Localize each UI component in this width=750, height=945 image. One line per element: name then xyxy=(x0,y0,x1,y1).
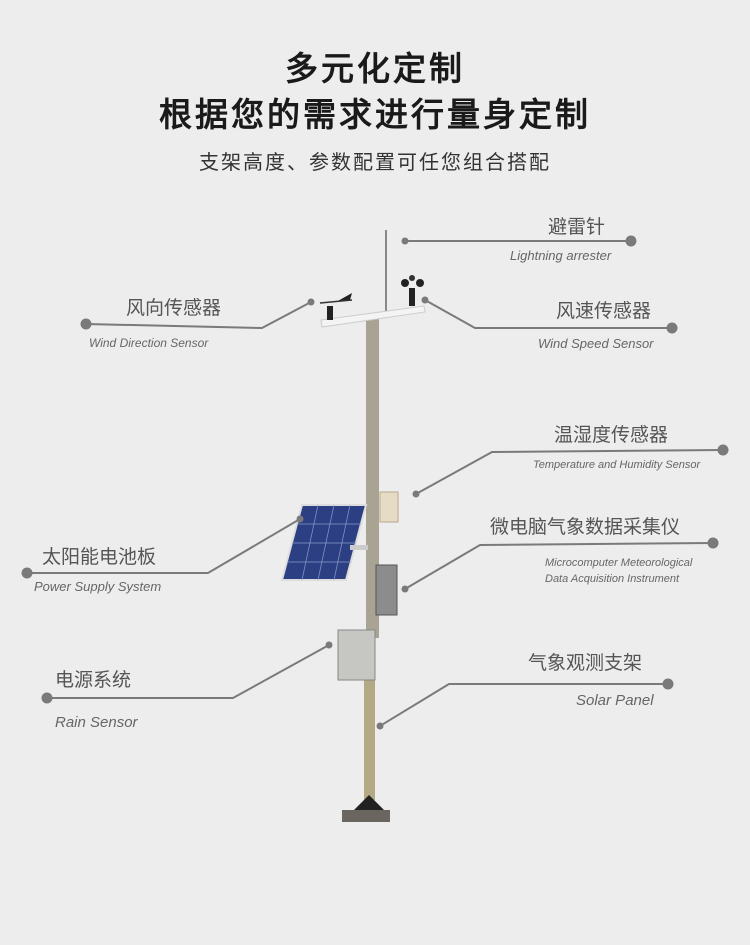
label-data-logger-cn: 微电脑气象数据采集仪 xyxy=(490,516,681,538)
label-solar-panel-cn: 太阳能电池板 xyxy=(42,546,157,568)
title-line-2: 根据您的需求进行量身定制 xyxy=(159,95,591,134)
label-temp-humidity-en: Temperature and Humidity Sensor xyxy=(533,459,701,471)
solar-panel xyxy=(280,504,368,581)
label-temp-humidity-cn: 温湿度传感器 xyxy=(554,424,669,446)
label-bracket-en: Solar Panel xyxy=(576,692,654,709)
label-power-supply-en: Power Supply System xyxy=(34,579,162,594)
label-wind-speed-en: Wind Speed Sensor xyxy=(538,336,654,351)
power-box xyxy=(337,629,376,681)
subtitle: 支架高度、参数配置可任您组合搭配 xyxy=(199,150,551,174)
data-logger-box xyxy=(375,564,398,616)
radiation-shield xyxy=(379,491,399,523)
anemometer xyxy=(401,275,424,306)
leader-lines xyxy=(27,240,724,727)
label-wind-speed-cn: 风速传感器 xyxy=(556,300,652,322)
label-lightning-arrester-en: Lightning arrester xyxy=(510,248,612,263)
label-wind-direction-en: Wind Direction Sensor xyxy=(89,336,209,350)
label-data-logger-en-1: Microcomputer Meteorological xyxy=(545,557,693,569)
wind-vane xyxy=(319,293,353,320)
label-bracket-cn: 气象观测支架 xyxy=(528,652,643,674)
label-power-system-cn: 电源系统 xyxy=(55,669,132,691)
label-rain-sensor-en: Rain Sensor xyxy=(55,714,138,731)
pole xyxy=(342,230,390,822)
leader-dots xyxy=(21,235,729,730)
label-lightning-arrester-cn: 避雷针 xyxy=(548,216,606,238)
label-wind-direction-cn: 风向传感器 xyxy=(126,297,222,319)
label-data-logger-en-2: Data Acquisition Instrument xyxy=(545,573,680,585)
title-line-1: 多元化定制 xyxy=(285,49,465,88)
crossbar xyxy=(320,305,426,328)
